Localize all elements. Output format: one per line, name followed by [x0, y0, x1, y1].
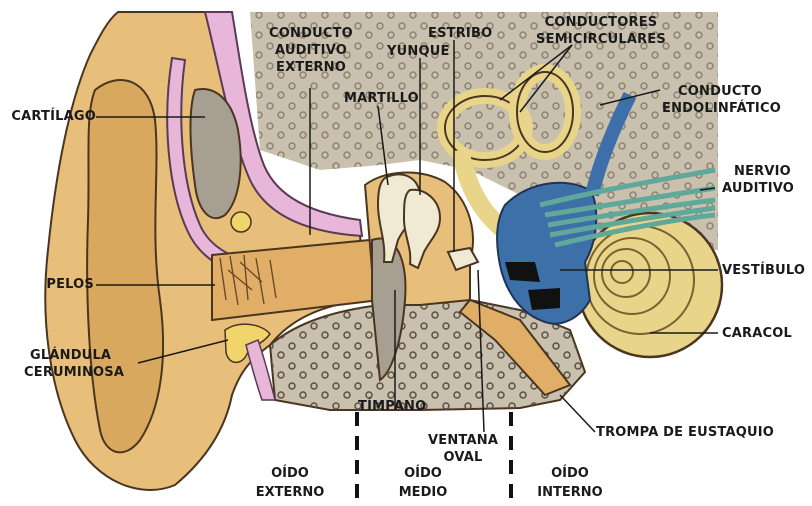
label-caracol: CARACOL	[722, 325, 792, 342]
label-trompa-de-eustaquio: TROMPA DE EUSTAQUIO	[596, 424, 774, 441]
label-timpano: TÍMPANO	[358, 398, 426, 415]
label-conducto-auditivo-externo: CONDUCTO AUDITIVO EXTERNO	[268, 25, 354, 76]
label-martillo: MARTILLO	[344, 90, 419, 107]
section-oido-externo: OÍDO EXTERNO	[245, 464, 335, 502]
label-vestibulo: VESTÍBULO	[722, 262, 805, 279]
label-estribo: ESTRIBO	[428, 25, 492, 42]
section-oido-medio: OÍDO MEDIO	[388, 464, 458, 502]
section-oido-interno: OÍDO INTERNO	[530, 464, 610, 502]
label-pelos: PELOS	[2, 276, 94, 293]
label-nervio-auditivo: NERVIO AUDITIVO	[722, 163, 794, 197]
label-glandula-ceruminosa: GLÁNDULA CERUMINOSA	[24, 347, 124, 381]
label-conducto-endolinfatico: CONDUCTO ENDOLINFÁTICO	[662, 83, 781, 117]
label-cartilago: CARTÍLAGO	[2, 108, 96, 125]
label-conductores-semicirculares: CONDUCTORES SEMICIRCULARES	[526, 14, 676, 48]
pinna-fold	[87, 80, 163, 452]
label-ventana-oval: VENTANA OVAL	[428, 432, 498, 466]
label-yunque: YUNQUE	[387, 43, 450, 60]
